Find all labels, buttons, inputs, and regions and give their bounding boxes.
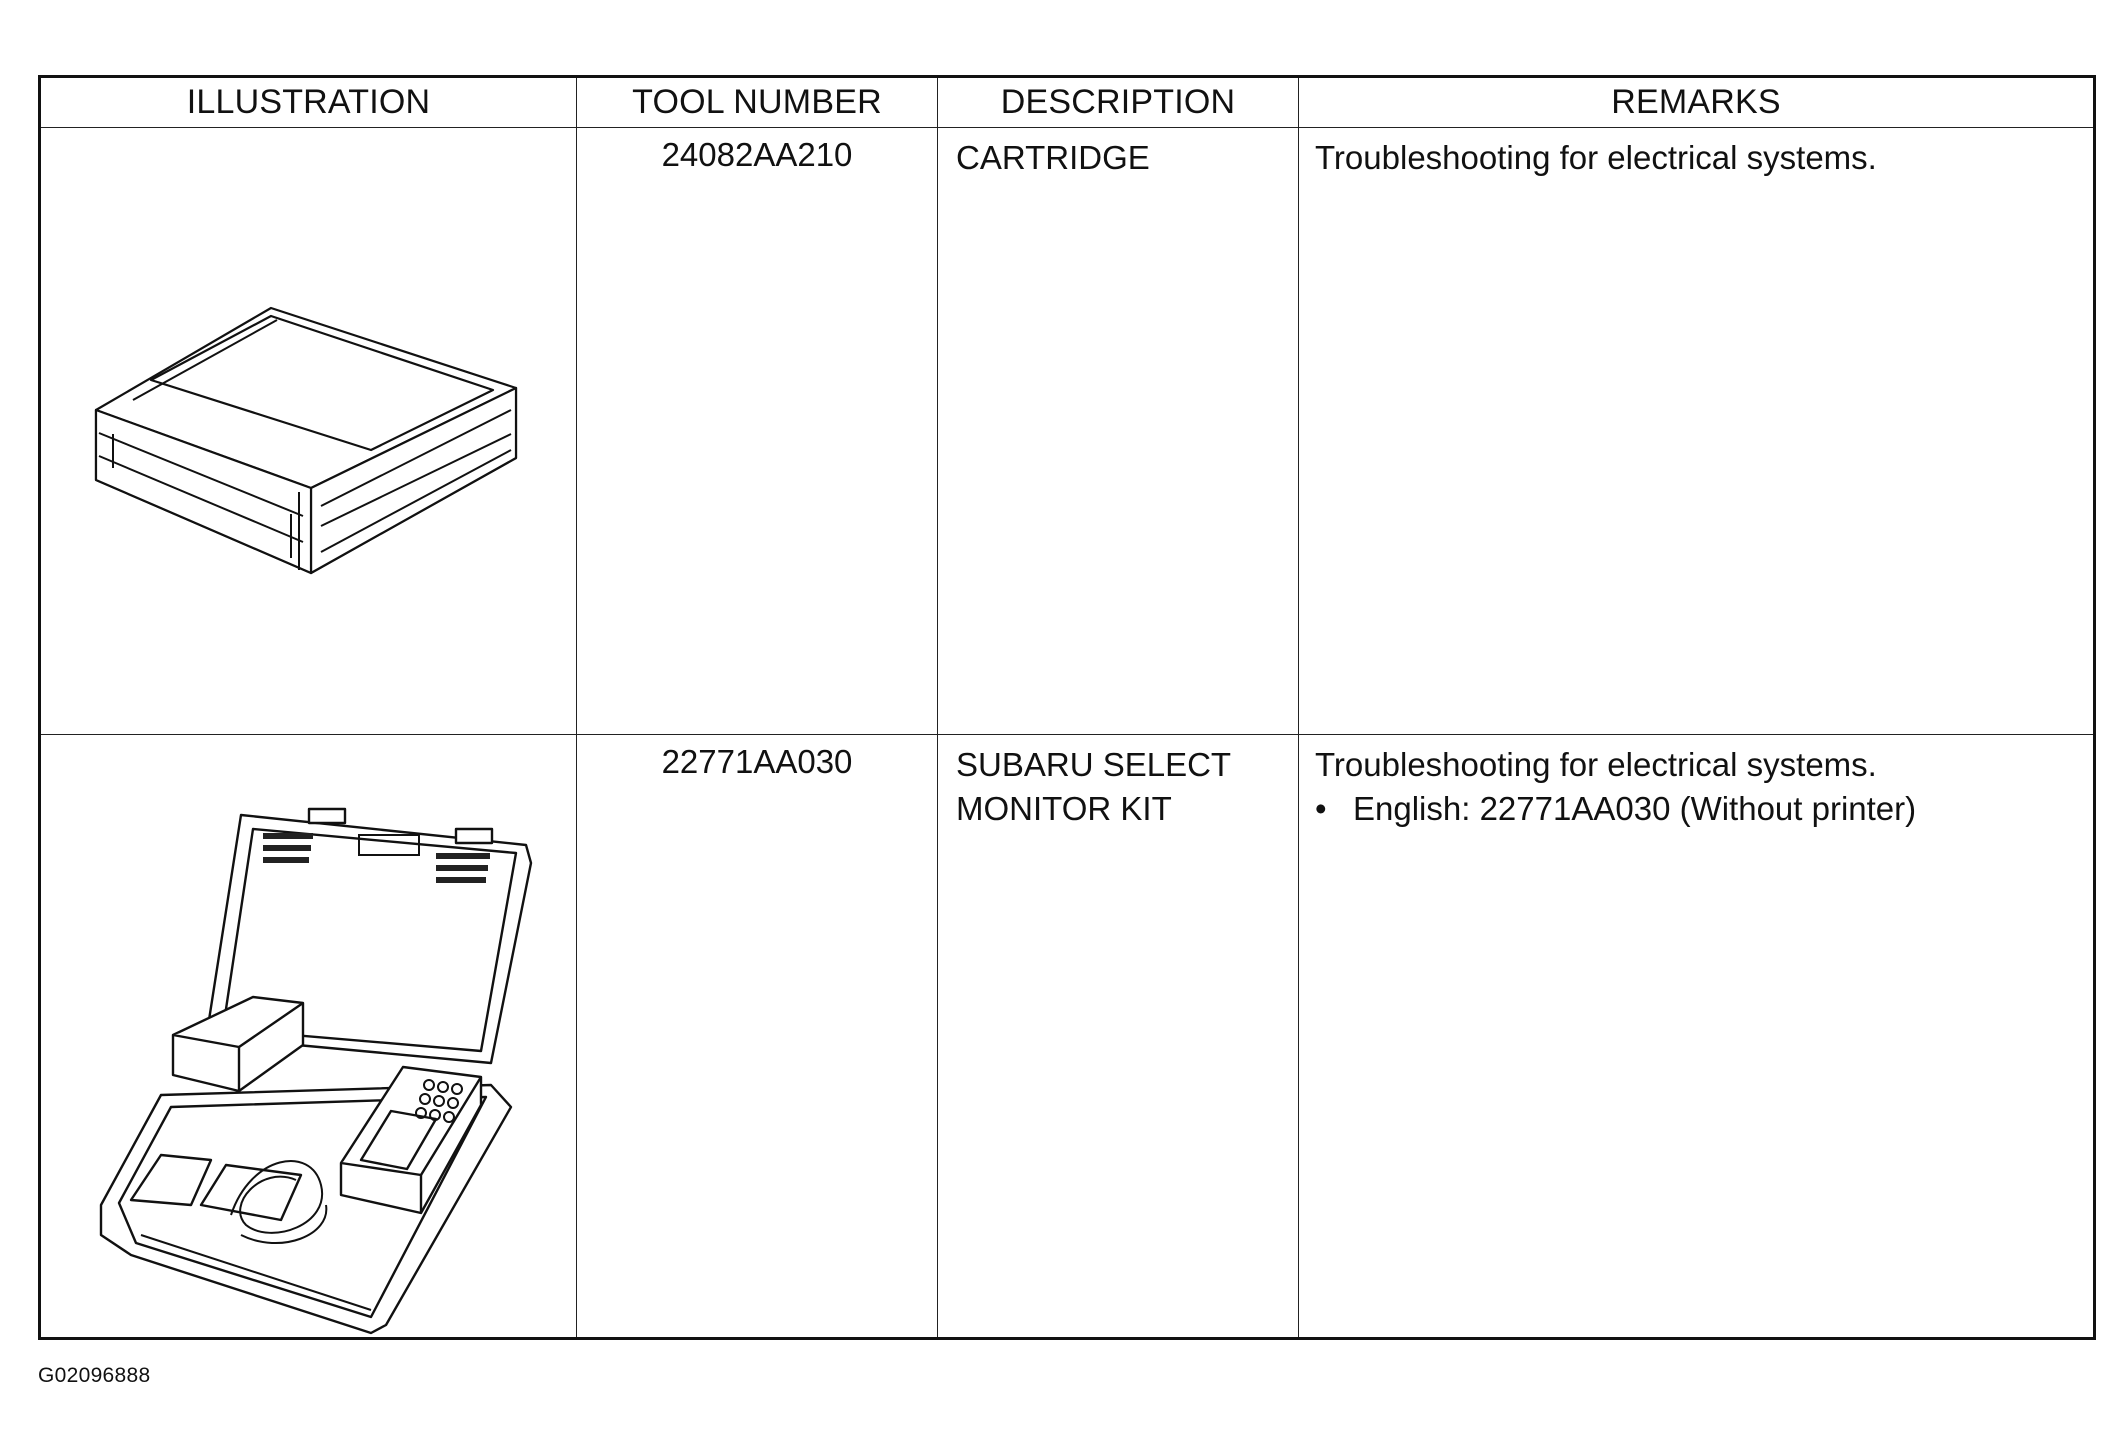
remarks-text: Troubleshooting for electrical systems.	[1315, 746, 1877, 783]
table-row: 24082AA210 CARTRIDGE Troubleshooting for…	[39, 127, 2095, 735]
bullet-icon: •	[1315, 790, 1327, 827]
remarks-cell: Troubleshooting for electrical systems.	[1298, 127, 2095, 735]
description-cell: CARTRIDGE	[937, 127, 1299, 735]
header-description: DESCRIPTION	[937, 76, 1299, 128]
remark-bullet: • English: 22771AA030 (Without printer)	[1315, 787, 2083, 831]
table-header-row: ILLUSTRATION TOOL NUMBER DESCRIPTION REM…	[39, 76, 2095, 128]
figure-id: G02096888	[38, 1364, 151, 1387]
cartridge-illustration	[94, 306, 518, 575]
remarks-cell: Troubleshooting for electrical systems. …	[1298, 734, 2095, 1339]
illustration-cell	[39, 127, 577, 735]
remark-bullet-text: English: 22771AA030 (Without printer)	[1353, 790, 1917, 827]
remarks-text: Troubleshooting for electrical systems.	[1315, 139, 1877, 176]
special-tools-table: ILLUSTRATION TOOL NUMBER DESCRIPTION REM…	[38, 75, 2096, 1340]
description-line: SUBARU SELECT	[956, 746, 1232, 783]
table-row: 22771AA030 SUBARU SELECT MONITOR KIT Tro…	[39, 734, 2095, 1339]
header-illustration: ILLUSTRATION	[39, 76, 577, 128]
tool-number-cell: 24082AA210	[576, 127, 938, 735]
header-tool-number: TOOL NUMBER	[576, 76, 938, 128]
description-line: MONITOR KIT	[956, 790, 1172, 827]
illustration-cell	[39, 734, 577, 1339]
description-line: CARTRIDGE	[956, 139, 1150, 176]
tool-number-cell: 22771AA030	[576, 734, 938, 1339]
header-remarks: REMARKS	[1298, 76, 2095, 128]
select-monitor-kit-illustration	[99, 807, 533, 1335]
description-cell: SUBARU SELECT MONITOR KIT	[937, 734, 1299, 1339]
